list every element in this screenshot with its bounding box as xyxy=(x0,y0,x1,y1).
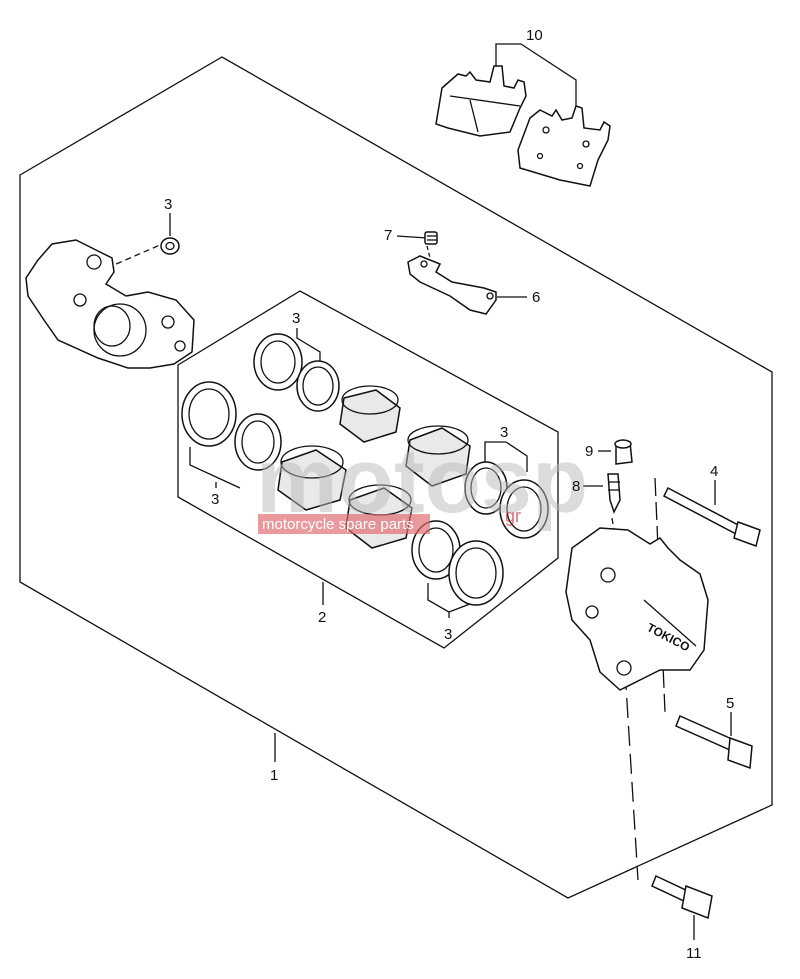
seal-ring-6 xyxy=(499,479,549,539)
watermark: motosp motorcycle spare parts .gr xyxy=(256,430,588,534)
callout-3-washer: 3 xyxy=(164,196,172,213)
seal-ring-1 xyxy=(253,333,303,391)
callout-9: 9 xyxy=(585,443,593,460)
callout-2: 2 xyxy=(318,609,326,626)
callout-6: 6 xyxy=(532,289,540,306)
washer xyxy=(160,237,180,255)
piston-2 xyxy=(277,445,347,511)
seal-ring-3 xyxy=(181,381,237,447)
callout-4: 4 xyxy=(710,463,718,480)
pad-pin xyxy=(663,486,761,547)
brake-pad-right xyxy=(517,105,611,187)
callout-3-right-rings: 3 xyxy=(500,424,508,441)
callout-1: 1 xyxy=(270,767,278,784)
caliper-bolt xyxy=(675,714,753,770)
callout-8: 8 xyxy=(572,478,580,495)
callout-7: 7 xyxy=(384,227,392,244)
mounting-bolt xyxy=(651,874,713,920)
piston-3 xyxy=(405,425,471,487)
watermark-tagline-bg xyxy=(258,514,430,534)
callout-5: 5 xyxy=(726,695,734,712)
seal-ring-8 xyxy=(448,540,504,606)
piston-1 xyxy=(339,385,401,443)
seal-ring-4 xyxy=(234,413,282,471)
caliper-half-left xyxy=(25,239,195,369)
callout-3-left-rings: 3 xyxy=(211,491,219,508)
pad-spring xyxy=(407,255,497,315)
callout-3-bottom-rings: 3 xyxy=(444,626,452,643)
caliper-half-right: TOKICO xyxy=(565,527,709,691)
watermark-tagline: motorcycle spare parts xyxy=(262,516,414,533)
screw xyxy=(424,231,438,245)
watermark-domain: .gr xyxy=(500,506,521,526)
callout-10: 10 xyxy=(526,27,543,44)
bleeder-cap xyxy=(614,439,633,465)
callout-11: 11 xyxy=(686,945,702,962)
callout-3-top-rings: 3 xyxy=(292,310,300,327)
assembly-outline xyxy=(19,56,773,899)
piston-kit-outline xyxy=(177,290,559,649)
bleeder-valve xyxy=(607,473,621,514)
seal-ring-2 xyxy=(296,360,340,412)
brake-pad-left xyxy=(435,65,527,137)
callout-numbers: 1 2 3 3 3 3 3 4 5 6 7 8 9 10 11 xyxy=(164,27,734,962)
